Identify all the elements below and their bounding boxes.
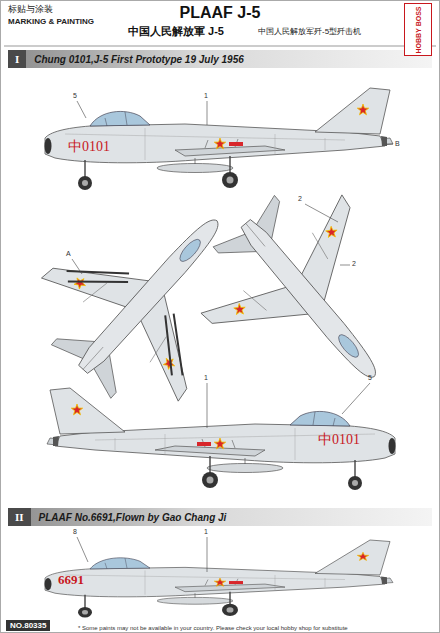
brand-logo: HOBBY BOSS [404, 3, 432, 56]
callout-number: 1 [204, 92, 208, 100]
leader-lines [72, 101, 393, 572]
serial-marking: 中0101 [318, 432, 360, 447]
sheet-title: PLAAF J-5 [180, 4, 261, 22]
section-number: I [8, 50, 26, 68]
callout-number: 1 [204, 528, 208, 536]
subtitle-small: 中国人民解放军歼-5型歼击机 [258, 28, 361, 37]
side-view-left [45, 88, 394, 190]
header-chinese: 标贴与涂装 [8, 5, 53, 15]
callout-number: 5 [73, 92, 77, 100]
header-english: MARKING & PAINTING [8, 18, 94, 27]
serial-marking: 中0101 [68, 139, 110, 154]
serial-marking: 6691 [58, 573, 84, 587]
side-view-6691 [45, 540, 394, 618]
bottom-view [173, 162, 440, 436]
kit-number: NO.80335 [10, 621, 46, 630]
section-title: PLAAF No.6691,Flown by Gao Chang Ji [39, 512, 227, 523]
wing-stripes [62, 241, 209, 380]
footnote: * Some paints may not be available in yo… [78, 625, 348, 632]
callout-number: 2 [298, 195, 302, 203]
callout-number: 5 [368, 374, 372, 382]
callout-number: 1 [204, 374, 208, 382]
kit-number-box: NO.80335 [6, 620, 50, 631]
section-number: II [8, 508, 31, 526]
subtitle: 中国人民解放軍 J-5 [128, 25, 224, 37]
callout-number: A [66, 250, 71, 258]
header-rule [4, 46, 436, 47]
section-band: I Chung 0101,J-5 First Prototype 19 July … [8, 50, 432, 68]
section-band: II PLAAF No.6691,Flown by Gao Chang Ji [8, 508, 432, 526]
side-view-right [47, 388, 396, 490]
brand-name: HOBBY BOSS [415, 6, 422, 53]
section-title: Chung 0101,J-5 First Prototype 19 July 1… [34, 54, 244, 65]
callout-number: 8 [73, 528, 77, 536]
callout-number: B [395, 140, 400, 148]
callout-number: 2 [352, 260, 356, 268]
